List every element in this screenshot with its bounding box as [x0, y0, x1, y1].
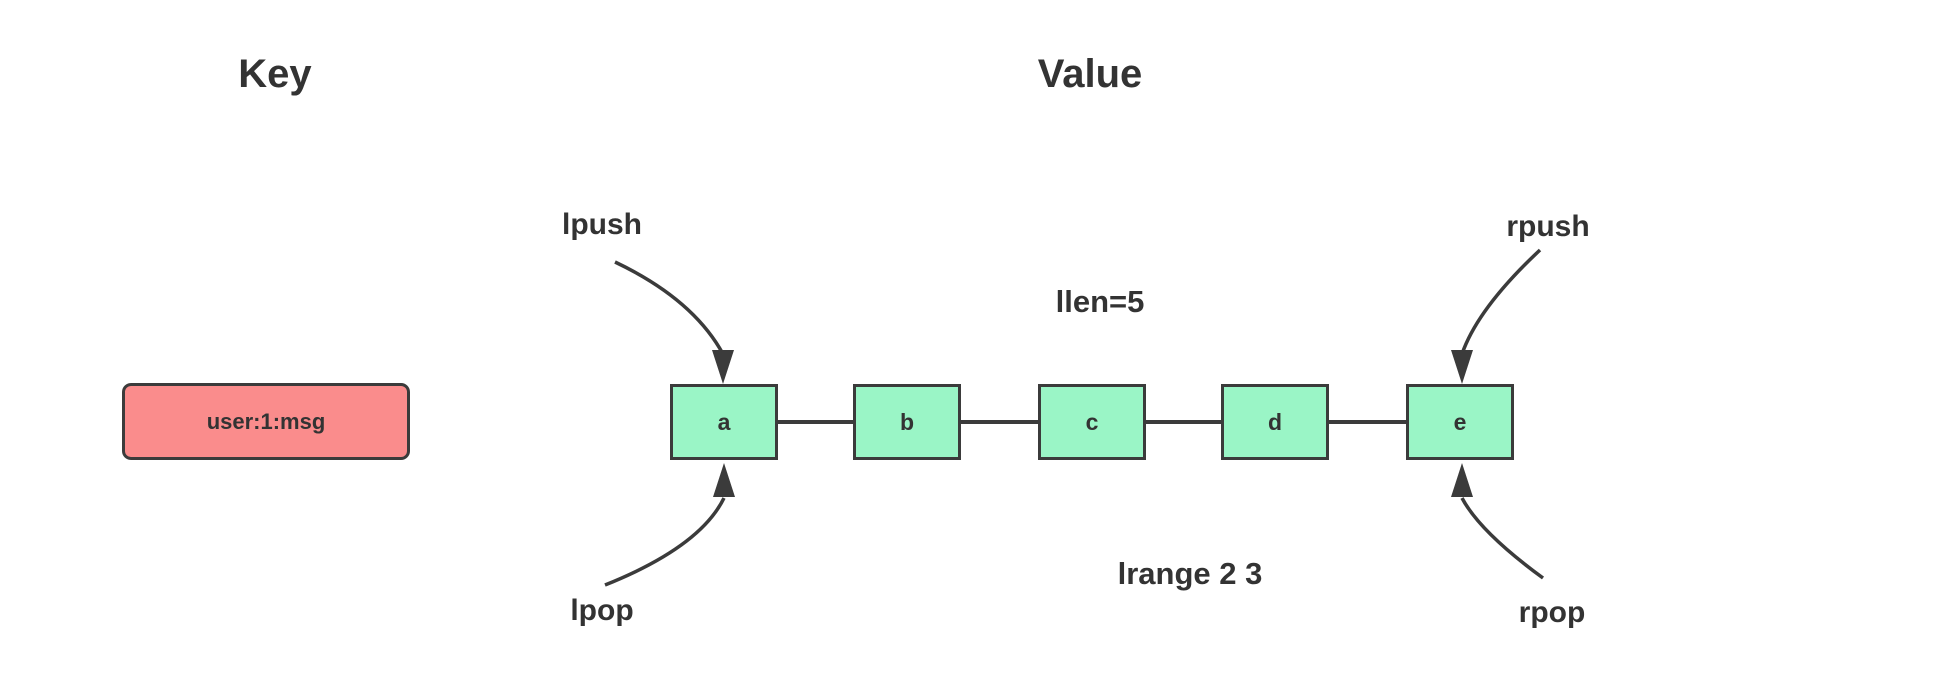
key-box-label: user:1:msg — [206, 408, 326, 434]
rpush-arrow-curve — [1460, 248, 1542, 355]
llen-annotation: llen=5 — [1055, 284, 1145, 319]
rpush-label: rpush — [1506, 210, 1590, 243]
key-box: user:1:msg — [122, 383, 410, 460]
list-node-label: a — [717, 408, 731, 435]
list-node-label: e — [1453, 408, 1467, 435]
rpush-arrowhead — [1451, 350, 1473, 384]
lpush-arrowhead — [712, 350, 734, 384]
key-column-header: Key — [238, 52, 312, 96]
list-node-b: b — [853, 384, 961, 460]
list-node-c: c — [1038, 384, 1146, 460]
rpop-arrow-curve — [1460, 497, 1545, 580]
list-node-d: d — [1221, 384, 1329, 460]
rpop-arrowhead — [1451, 463, 1473, 497]
list-node-e: e — [1406, 384, 1514, 460]
lpush-label: lpush — [562, 208, 642, 241]
lpop-arrow-curve — [604, 497, 726, 587]
value-column-header: Value — [1037, 52, 1143, 96]
list-node-a: a — [670, 384, 778, 460]
lpop-label: lpop — [570, 594, 634, 627]
lpush-arrow-curve — [614, 260, 725, 355]
list-node-label: d — [1267, 408, 1283, 435]
rpop-label: rpop — [1518, 596, 1586, 629]
lrange-annotation: lrange 2 3 — [1117, 556, 1263, 591]
lpop-arrowhead — [713, 463, 735, 497]
list-node-label: b — [899, 408, 915, 435]
list-node-label: c — [1085, 408, 1099, 435]
